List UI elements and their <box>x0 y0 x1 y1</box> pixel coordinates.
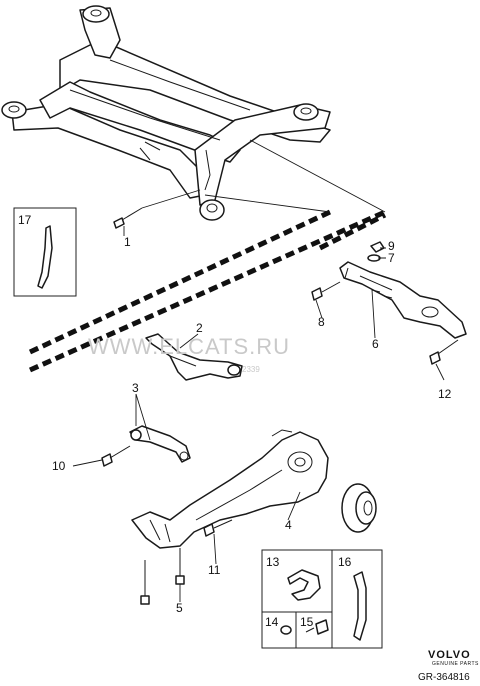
callout-1: 1 <box>124 235 131 249</box>
toe-link-3 <box>129 425 191 463</box>
callout-16: 16 <box>338 555 352 569</box>
callout-15: 15 <box>300 615 314 629</box>
lower-control-arm-6 <box>339 261 467 339</box>
bolt-11 <box>203 519 233 537</box>
boundary-leader-lines <box>204 139 386 213</box>
brand-name: VOLVO <box>428 649 471 661</box>
boundary-dashes <box>28 209 387 373</box>
upper-arm-2 <box>145 333 243 381</box>
callout-8: 8 <box>318 315 325 329</box>
callout-2: 2 <box>196 321 203 335</box>
inset-box-17 <box>13 207 77 297</box>
callout-9: 9 <box>388 239 395 253</box>
callout-10: 10 <box>52 459 66 473</box>
callout-12: 12 <box>438 387 452 401</box>
nut-9 <box>370 241 385 253</box>
brand-block: VOLVO GENUINE PARTS GR-364816 <box>418 649 479 683</box>
callout-14: 14 <box>265 615 279 629</box>
callout-7: 7 <box>388 251 395 265</box>
callout-11: 11 <box>208 563 221 577</box>
callout-leaders <box>72 247 445 602</box>
callout-4: 4 <box>285 518 292 532</box>
bolt-8 <box>311 281 341 301</box>
bolt-10 <box>101 445 131 467</box>
callout-5: 5 <box>176 601 183 615</box>
wheel-hub <box>341 483 377 533</box>
watermark-code: 2339 <box>242 365 260 374</box>
bolt-1 <box>113 189 201 236</box>
trailing-arm-4 <box>131 429 329 549</box>
inset-box-13-16 <box>261 549 383 649</box>
diagram-reference: GR-364816 <box>418 672 470 683</box>
callout-17: 17 <box>18 213 32 227</box>
callout-3: 3 <box>132 381 139 395</box>
rear-subframe <box>1 5 331 221</box>
callout-13: 13 <box>266 555 280 569</box>
brand-tagline: GENUINE PARTS <box>432 661 479 667</box>
bolt-12 <box>429 339 459 365</box>
watermark-text: WWW.ELCATS.RU <box>88 334 290 359</box>
bolts-5 <box>140 548 185 605</box>
callout-6: 6 <box>372 337 379 351</box>
